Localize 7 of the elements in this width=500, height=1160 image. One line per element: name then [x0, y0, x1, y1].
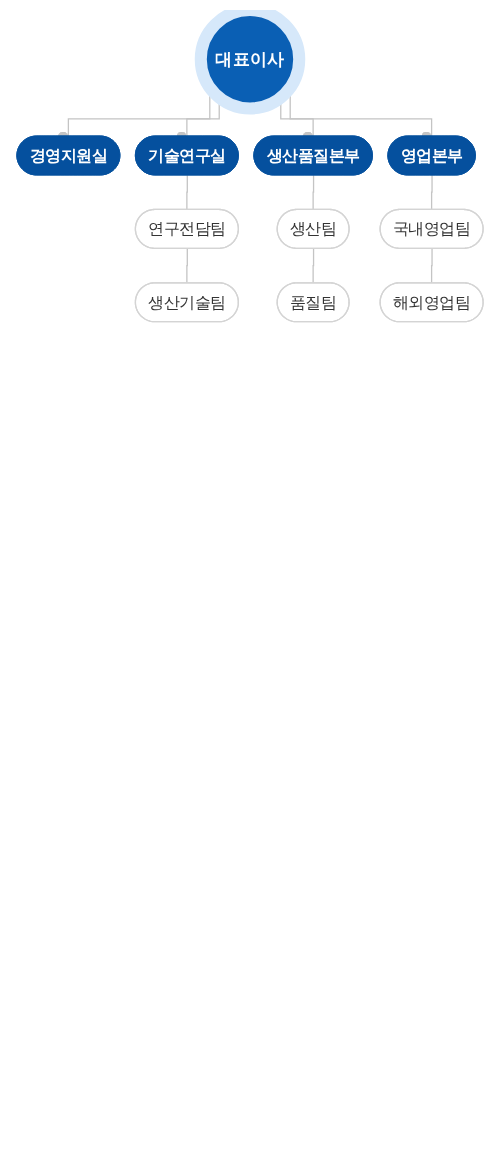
- connector: [312, 248, 315, 284]
- connector: [186, 174, 188, 211]
- node-circle: 대표이사: [194, 10, 306, 115]
- connector: [312, 174, 315, 211]
- connector: [430, 174, 433, 211]
- connector: [186, 248, 188, 284]
- connector: [430, 248, 433, 284]
